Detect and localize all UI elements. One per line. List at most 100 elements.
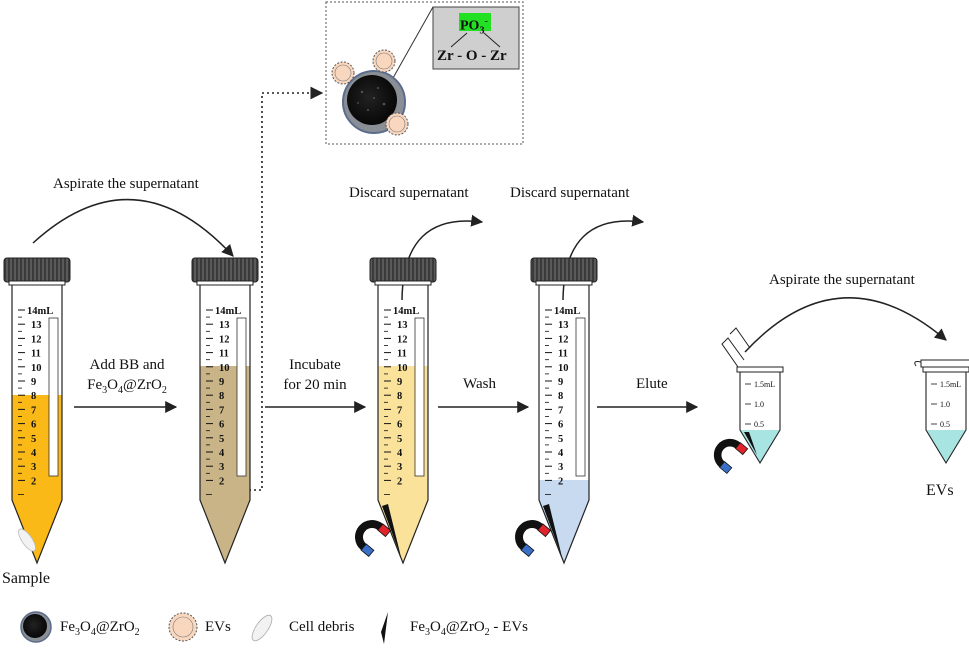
add-label-line1: Add BB and: [89, 357, 165, 373]
magnet-body: [713, 438, 741, 468]
tick-label: 13: [31, 320, 42, 331]
tick-label: 10: [558, 363, 569, 374]
tick-label: 11: [31, 349, 41, 360]
tube-cap: [191, 257, 259, 283]
cell-debris: [18, 528, 36, 552]
tube-outline: [377, 283, 429, 565]
legend-item2-label: EVs: [205, 619, 231, 635]
tube-cap: [530, 257, 598, 283]
tube-cap-rim: [374, 280, 432, 286]
leg1-sub1: 3: [75, 627, 80, 638]
add-sub1: 3: [102, 385, 108, 396]
magnet-incubate: [355, 520, 392, 558]
tick-label: 4: [397, 448, 403, 459]
aspirate-arrow-2: [744, 297, 947, 353]
leg4-o: O: [430, 619, 441, 635]
leg1-o: O: [80, 619, 91, 635]
tick-label: 2: [219, 476, 224, 487]
micro-cap: [920, 359, 969, 368]
leg4-sub3: 2: [484, 627, 490, 638]
legend-bead-core: [23, 614, 47, 638]
tick-label-14: 14mL: [554, 306, 580, 317]
tick-label: 8: [558, 391, 563, 402]
tick-label: 12: [558, 334, 569, 345]
incubate-label: Incubate for 20 min: [260, 355, 370, 395]
inset-panel: [325, 1, 524, 145]
po3-sub: 3: [479, 25, 485, 37]
tick-label: 5: [219, 434, 224, 445]
incubate-line2: for 20 min: [283, 377, 347, 393]
magnet-blue-pole: [360, 543, 375, 558]
add-zro: @ZrO: [123, 377, 162, 393]
tube-window: [48, 317, 59, 477]
tick-label: 6: [397, 420, 402, 431]
tick-label: 10: [397, 363, 408, 374]
aspirate-label-2: Aspirate the supernatant: [769, 272, 915, 288]
tick-label: 6: [31, 420, 36, 431]
micro-tick-label: 1.5mL: [940, 380, 961, 389]
micro-tick-label: 0.5: [940, 420, 950, 429]
leg4-sub2: 4: [440, 627, 446, 638]
magnet-wash: [515, 520, 552, 558]
tick-label: 2: [397, 476, 402, 487]
micro-liquid: [926, 430, 966, 463]
tick-label: 9: [219, 377, 224, 388]
tube-liquid: [539, 480, 589, 563]
tube-window: [414, 317, 425, 477]
tick-label: 13: [397, 320, 408, 331]
micro-rim: [922, 366, 969, 373]
tick-label: 3: [31, 462, 36, 473]
leg1-sub2: 4: [90, 627, 96, 638]
tick-label: 11: [558, 349, 568, 360]
tick-label: 8: [31, 391, 36, 402]
magnet-blue-pole: [719, 461, 733, 475]
tick-label: 13: [558, 320, 569, 331]
incubate-line1: Incubate: [289, 357, 341, 373]
micro-tick-label: 1.0: [940, 400, 950, 409]
bead-speckles: [357, 87, 386, 111]
tick-label: 2: [558, 476, 563, 487]
tick-label: 12: [31, 334, 42, 345]
legend-item3-label: Cell debris: [289, 619, 355, 635]
tick-label: 6: [219, 420, 224, 431]
tick-label-14: 14mL: [393, 306, 419, 317]
micro-tube-final: 1.5mL 1.0 0.5: [914, 359, 969, 465]
discard-label-1: Discard supernatant: [349, 185, 469, 201]
legend-captured-evs: [381, 612, 388, 644]
leg4-sub1: 3: [425, 627, 430, 638]
tick-label: 4: [219, 448, 225, 459]
tick-label: 7: [558, 405, 563, 416]
micro-tick-label: 1.5mL: [754, 380, 775, 389]
tick-label: 4: [558, 448, 564, 459]
captured-evs: [543, 504, 562, 557]
add-o: O: [107, 377, 119, 393]
tick-label: 5: [31, 434, 36, 445]
legend-item4-label: Fe3O4@ZrO2 - EVs: [410, 618, 528, 642]
magnet-elute: [713, 438, 749, 475]
tick-label: 2: [31, 476, 36, 487]
add-fe: Fe: [87, 377, 103, 393]
add-label-line2: Fe3O4@ZrO2: [72, 375, 182, 401]
tick-label: 8: [219, 391, 224, 402]
tube-outline: [199, 283, 251, 565]
po3-highlight: [459, 13, 491, 31]
magnet-red-pole: [377, 523, 392, 538]
tick-label: 7: [397, 405, 402, 416]
legend-cell-debris: [251, 614, 273, 642]
tick-label: 8: [397, 391, 402, 402]
tick-label: 3: [558, 462, 563, 473]
micro-lid-tab: [729, 327, 751, 349]
legend-ev-inner: [172, 616, 194, 638]
tick-label: 10: [31, 363, 42, 374]
micro-tick-label: 1.0: [754, 400, 764, 409]
add-label: Add BB and Fe3O4@ZrO2: [72, 355, 182, 401]
elute-label: Elute: [636, 376, 668, 392]
sample-label: Sample: [2, 570, 50, 587]
tick-label: 12: [219, 334, 230, 345]
aspirate-arrow-1: [32, 198, 234, 257]
add-sub2: 4: [118, 385, 124, 396]
po3-label: PO3-: [460, 13, 488, 40]
